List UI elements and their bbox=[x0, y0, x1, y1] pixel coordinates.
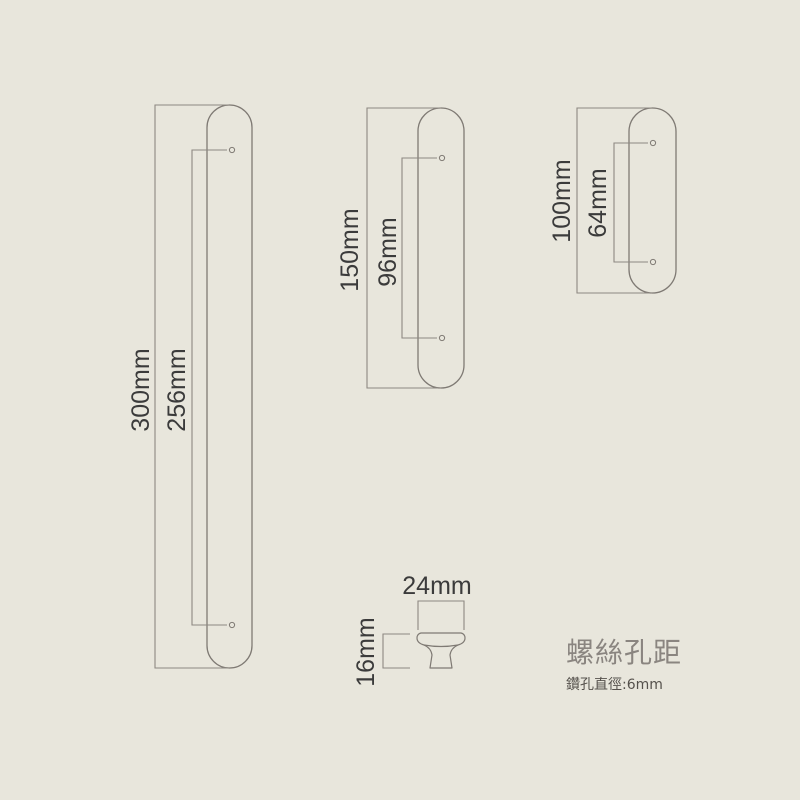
knob: 24mm 16mm bbox=[352, 572, 472, 687]
screw-hole-icon bbox=[228, 146, 236, 154]
hole-spacing-label: 96mm bbox=[374, 217, 402, 286]
knob-cap-underside bbox=[423, 644, 459, 648]
hole-note: 螺絲孔距 鑽孔直徑:6mm bbox=[566, 636, 682, 693]
screw-hole-icon bbox=[649, 258, 657, 266]
overall-length-label: 150mm bbox=[336, 208, 364, 291]
overall-length-bracket bbox=[576, 107, 652, 294]
knob-height-bracket bbox=[382, 633, 410, 669]
knob-diameter-bracket bbox=[417, 600, 465, 630]
handle-small: 100mm 64mm bbox=[548, 107, 677, 294]
handle-large-outline bbox=[206, 104, 253, 669]
overall-length-label: 100mm bbox=[548, 159, 576, 242]
handle-medium-outline bbox=[417, 107, 465, 389]
handle-large: 300mm 256mm bbox=[127, 104, 253, 669]
handle-small-outline bbox=[628, 107, 677, 294]
hole-spacing-bracket bbox=[401, 157, 437, 339]
overall-length-bracket bbox=[366, 107, 441, 389]
knob-outline bbox=[416, 632, 466, 669]
hole-spacing-label: 64mm bbox=[584, 168, 612, 237]
hole-spacing-label: 256mm bbox=[163, 348, 191, 431]
screw-hole-icon bbox=[438, 154, 446, 162]
screw-hole-icon bbox=[228, 621, 236, 629]
overall-length-label: 300mm bbox=[127, 348, 155, 431]
knob-height-label: 16mm bbox=[352, 617, 380, 686]
hole-spacing-bracket bbox=[613, 142, 648, 263]
note-title: 螺絲孔距 bbox=[566, 636, 682, 669]
screw-hole-icon bbox=[438, 334, 446, 342]
overall-length-bracket bbox=[154, 104, 229, 669]
note-detail: 鑽孔直徑:6mm bbox=[566, 676, 663, 693]
knob-diameter-label: 24mm bbox=[402, 572, 471, 600]
hole-spacing-bracket bbox=[191, 149, 227, 626]
handle-medium: 150mm 96mm bbox=[336, 107, 465, 389]
screw-hole-icon bbox=[649, 139, 657, 147]
